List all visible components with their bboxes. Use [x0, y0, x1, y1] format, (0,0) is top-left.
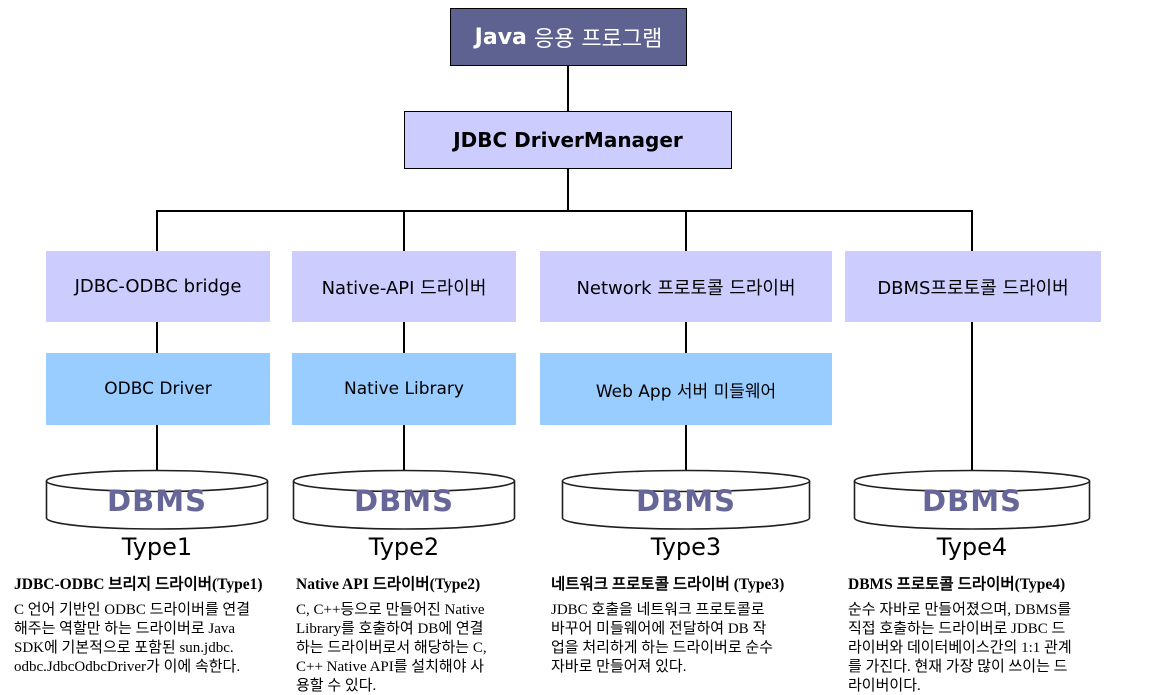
box-dbms-protocol-driver-label: DBMS프로토콜 드라이버: [877, 277, 1069, 299]
box-native-api-driver-label: Native-API 드라이버: [321, 277, 487, 299]
description-type4: DBMS 프로토콜 드라이버(Type4) 순수 자바로 만들어졌으며, DBM…: [848, 572, 1150, 695]
dbms-cylinder-type4: DBMS: [853, 469, 1091, 531]
box-native-library: Native Library: [292, 353, 516, 425]
description-type4-title: DBMS 프로토콜 드라이버(Type4): [848, 576, 1066, 593]
connector-manager-to-bus: [567, 169, 569, 212]
description-type2: Native API 드라이버(Type2) C, C++등으로 만들어진 Na…: [296, 572, 538, 695]
connector-type2-driver-to-middleware: [403, 322, 405, 354]
description-type2-title: Native API 드라이버(Type2): [296, 576, 481, 593]
database-cylinder-icon: [45, 469, 269, 530]
connector-type2-middleware-to-dbms: [403, 425, 405, 470]
box-network-protocol-driver: Network 프로토콜 드라이버: [540, 251, 832, 322]
box-network-protocol-driver-label: Network 프로토콜 드라이버: [576, 277, 796, 299]
description-type1-body: C 언어 기반인 ODBC 드라이버를 연결 해주는 역할만 하는 드라이버로 …: [14, 602, 251, 676]
type1-label: Type1: [121, 533, 193, 561]
box-native-library-label: Native Library: [344, 379, 464, 399]
connector-drop-type2: [403, 210, 405, 252]
connector-drop-type1: [156, 210, 158, 252]
box-odbc-driver-label: ODBC Driver: [104, 379, 212, 399]
connector-type3-driver-to-middleware: [685, 322, 687, 354]
description-type3-title: 네트워크 프로토콜 드라이버 (Type3): [551, 576, 785, 593]
dbms-cylinder-type3: DBMS: [561, 469, 811, 531]
database-cylinder-icon: [561, 469, 811, 530]
box-native-api-driver: Native-API 드라이버: [292, 251, 516, 322]
database-cylinder-icon: [292, 469, 516, 530]
java-application-brand: Java: [474, 24, 527, 50]
description-type1-title: JDBC-ODBC 브리지 드라이버(Type1): [14, 576, 263, 593]
java-application-suffix: 응용 프로그램: [526, 27, 663, 52]
jdbc-drivermanager-label: JDBC DriverManager: [453, 128, 683, 152]
description-type3: 네트워크 프로토콜 드라이버 (Type3) JDBC 호출을 네트워크 프로토…: [551, 572, 851, 677]
dbms-cylinder-type1: DBMS: [45, 469, 269, 531]
connector-type1-driver-to-middleware: [156, 322, 158, 354]
box-jdbc-odbc-bridge: JDBC-ODBC bridge: [46, 251, 270, 322]
box-webapp-server-middleware: Web App 서버 미들웨어: [540, 353, 832, 425]
dbms-label: DBMS: [107, 484, 207, 518]
jdbc-drivermanager-box: JDBC DriverManager: [404, 111, 732, 169]
dbms-label: DBMS: [636, 484, 736, 518]
dbms-cylinder-type2: DBMS: [292, 469, 516, 531]
dbms-label: DBMS: [354, 484, 454, 518]
type4-label: Type4: [936, 533, 1008, 561]
box-odbc-driver: ODBC Driver: [46, 353, 270, 425]
description-type2-body: C, C++등으로 만들어진 Native Library를 호출하여 DB에 …: [296, 602, 487, 695]
database-cylinder-icon: [853, 469, 1091, 530]
connector-drop-type3: [685, 210, 687, 252]
connector-drop-type4: [971, 210, 973, 252]
box-webapp-server-middleware-label: Web App 서버 미들웨어: [595, 381, 777, 402]
connector-type3-middleware-to-dbms: [685, 425, 687, 470]
dbms-label: DBMS: [922, 484, 1022, 518]
description-type1: JDBC-ODBC 브리지 드라이버(Type1) C 언어 기반인 ODBC …: [14, 572, 282, 677]
description-type3-body: JDBC 호출을 네트워크 프로토콜로 바꾸어 미들웨어에 전달하여 DB 작 …: [551, 602, 774, 676]
type2-label: Type2: [368, 533, 440, 561]
box-jdbc-odbc-bridge-label: JDBC-ODBC bridge: [74, 276, 242, 297]
java-application-box: Java 응용 프로그램: [450, 8, 687, 66]
description-type4-body: 순수 자바로 만들어졌으며, DBMS를 직접 호출하는 드라이버로 JDBC …: [848, 602, 1072, 695]
connector-type4-driver-to-dbms: [971, 322, 973, 470]
connector-type1-middleware-to-dbms: [156, 425, 158, 470]
connector-root-to-manager: [567, 66, 569, 111]
box-dbms-protocol-driver: DBMS프로토콜 드라이버: [845, 251, 1101, 322]
connector-bus: [156, 210, 973, 212]
type3-label: Type3: [650, 533, 722, 561]
